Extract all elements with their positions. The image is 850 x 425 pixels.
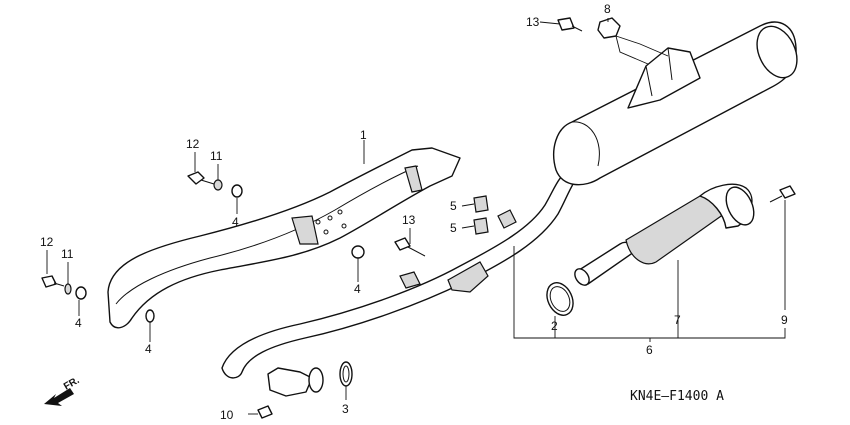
callout-labels: 1 2 3 4 4 4 4 5 5 6 7 8 9 10 11 11 12 12… bbox=[40, 2, 788, 422]
callout-6: 6 bbox=[646, 343, 653, 357]
bolts[interactable] bbox=[41, 17, 796, 419]
callout-12b: 12 bbox=[40, 235, 54, 249]
callout-4d: 4 bbox=[354, 282, 361, 296]
callout-10: 10 bbox=[220, 408, 234, 422]
callout-4a: 4 bbox=[232, 215, 239, 229]
clips[interactable] bbox=[473, 195, 489, 235]
gasket[interactable] bbox=[542, 279, 578, 320]
callout-4b: 4 bbox=[75, 316, 82, 330]
callout-12a: 12 bbox=[186, 137, 200, 151]
callout-1: 1 bbox=[360, 128, 367, 142]
callout-2: 2 bbox=[551, 319, 558, 333]
direction-label: FR. bbox=[62, 375, 82, 393]
spark-arrester[interactable] bbox=[572, 183, 759, 288]
callout-5b: 5 bbox=[450, 221, 457, 235]
nut[interactable] bbox=[597, 17, 621, 39]
washers[interactable] bbox=[64, 179, 365, 323]
diagram-code: KN4E–F1400 A bbox=[630, 389, 724, 404]
front-direction-arrow: FR. bbox=[44, 375, 82, 406]
callout-3: 3 bbox=[342, 402, 349, 416]
callout-4c: 4 bbox=[145, 342, 152, 356]
muffler[interactable] bbox=[553, 20, 805, 186]
callout-9: 9 bbox=[781, 313, 788, 327]
heat-shield[interactable] bbox=[107, 147, 461, 329]
callout-5a: 5 bbox=[450, 199, 457, 213]
callout-11b: 11 bbox=[61, 247, 74, 261]
callout-8: 8 bbox=[604, 2, 611, 16]
callout-13a: 13 bbox=[402, 213, 416, 227]
exhaust-gasket[interactable] bbox=[339, 361, 353, 387]
exhaust-pipe[interactable] bbox=[221, 167, 587, 397]
callout-13b: 13 bbox=[526, 15, 540, 29]
callout-11a: 11 bbox=[210, 149, 223, 163]
callout-7: 7 bbox=[674, 313, 681, 327]
leader-lines bbox=[46, 18, 786, 415]
